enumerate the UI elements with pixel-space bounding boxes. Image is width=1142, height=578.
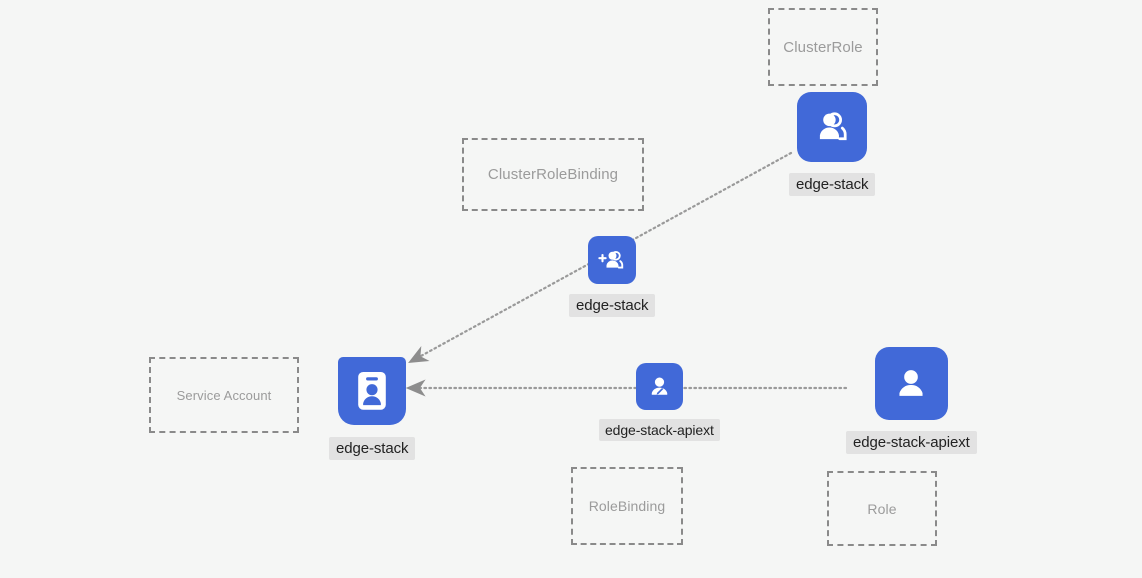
person-add-icon[interactable]: [588, 236, 637, 284]
id-badge-glyph: [358, 371, 386, 410]
node-label: edge-stack: [789, 173, 876, 197]
node-cluster-role[interactable]: edge-stack: [789, 92, 876, 197]
kind-box-cluster-role: ClusterRole: [768, 8, 878, 86]
person-glyph: [899, 369, 923, 396]
person-icon[interactable]: [874, 347, 948, 420]
node-label: edge-stack-apiext: [599, 419, 720, 442]
node-label: edge-stack: [569, 294, 656, 318]
node-role-binding[interactable]: edge-stack-apiext: [599, 363, 720, 442]
people-group-glyph: [820, 112, 847, 141]
kind-box-service-account: Service Account: [149, 357, 299, 433]
kind-box-role: Role: [827, 471, 937, 546]
node-role[interactable]: edge-stack-apiext: [846, 347, 977, 455]
kind-box-role-binding: RoleBinding: [571, 467, 683, 545]
kind-box-label: ClusterRole: [783, 38, 863, 56]
person-edit-icon[interactable]: [635, 363, 683, 410]
kind-box-cluster-role-binding: ClusterRoleBinding: [462, 138, 644, 211]
person-edit-glyph: [651, 377, 668, 395]
kind-box-label: ClusterRoleBinding: [487, 166, 619, 183]
node-label: edge-stack: [329, 437, 416, 461]
kind-box-label: Service Account: [176, 387, 272, 403]
person-add-glyph: [598, 250, 624, 269]
node-label: edge-stack-apiext: [846, 431, 977, 455]
node-cluster-role-binding[interactable]: edge-stack: [569, 236, 656, 318]
people-group-icon[interactable]: [797, 92, 868, 162]
kind-box-label: RoleBinding: [588, 498, 666, 514]
id-badge-icon[interactable]: [338, 357, 407, 425]
kind-box-label: Role: [867, 500, 897, 517]
node-service-account[interactable]: edge-stack: [329, 357, 416, 461]
